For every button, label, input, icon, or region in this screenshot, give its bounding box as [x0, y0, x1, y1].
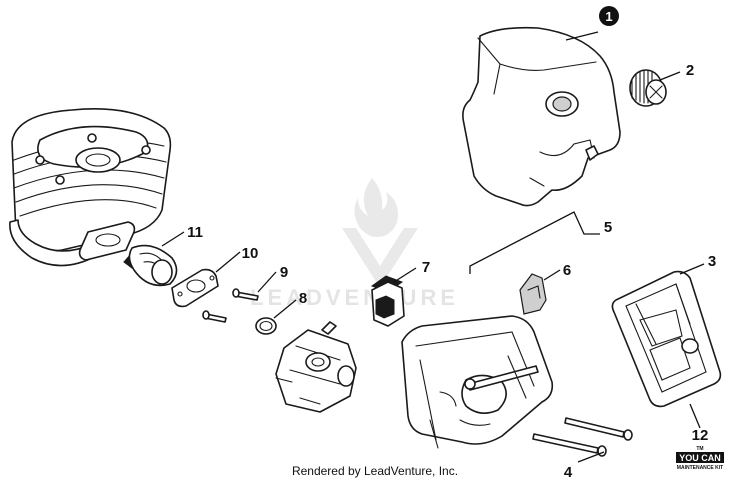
leader-7: [393, 267, 417, 283]
callout-4: 4: [564, 464, 573, 481]
leader-lines: [161, 31, 705, 463]
bolt-lower-part: [532, 433, 607, 457]
callout-11: 11: [187, 224, 203, 241]
callout-9: 9: [280, 264, 288, 281]
callout-1-circle: [599, 6, 619, 26]
callouts: 1 2 3 4 5 6 7 8 9 10 11 12: [187, 6, 716, 481]
kit-badge-logo: YOU CAN: [679, 453, 721, 463]
cylinder-part: [9, 108, 172, 267]
intake-boot-part: [123, 244, 178, 287]
air-filter-part: [611, 270, 722, 408]
leader-6: [543, 269, 561, 281]
callout-10: 10: [242, 245, 259, 262]
carburetor-part: [275, 321, 357, 413]
leader-8: [273, 299, 297, 319]
callout-1: 1: [605, 9, 612, 24]
bolt-upper-part: [564, 417, 633, 441]
leader-4: [577, 451, 605, 463]
maintenance-kit-badge: TM YOU CAN MAINTENANCE KIT: [676, 446, 724, 471]
knob-part: [629, 69, 667, 107]
leader-11: [161, 231, 185, 247]
callout-2: 2: [686, 62, 694, 79]
callout-8: 8: [299, 290, 307, 307]
carb-flange-part: [370, 275, 405, 327]
leader-1: [565, 31, 599, 41]
watermark-text: LEADVENTURE: [250, 285, 459, 310]
leader-3: [679, 263, 705, 275]
screw-9-part: [232, 288, 259, 301]
cover-part: [462, 26, 621, 207]
gasket-part: [171, 268, 219, 308]
leader-10: [215, 251, 241, 273]
kit-badge-top: TM: [696, 446, 703, 452]
callout-6: 6: [563, 262, 571, 279]
callout-5: 5: [604, 219, 612, 236]
leader-12: [689, 403, 701, 429]
leader-2: [659, 71, 681, 81]
kit-badge-bg: [676, 452, 724, 463]
render-credit: Rendered by LeadVenture, Inc.: [291, 464, 459, 478]
leadventure-watermark: LEADVENTURE: [250, 178, 459, 310]
kit-badge-subtitle: MAINTENANCE KIT: [677, 465, 723, 471]
bracket-part: [519, 273, 547, 315]
screw-lower-part: [202, 310, 227, 323]
o-ring-part: [255, 317, 277, 335]
callout-3: 3: [708, 253, 716, 270]
air-filter-base-part: [401, 315, 554, 449]
leader-5: [469, 211, 600, 274]
leader-9: [257, 271, 277, 293]
callout-7: 7: [422, 259, 430, 276]
callout-12: 12: [692, 427, 709, 444]
